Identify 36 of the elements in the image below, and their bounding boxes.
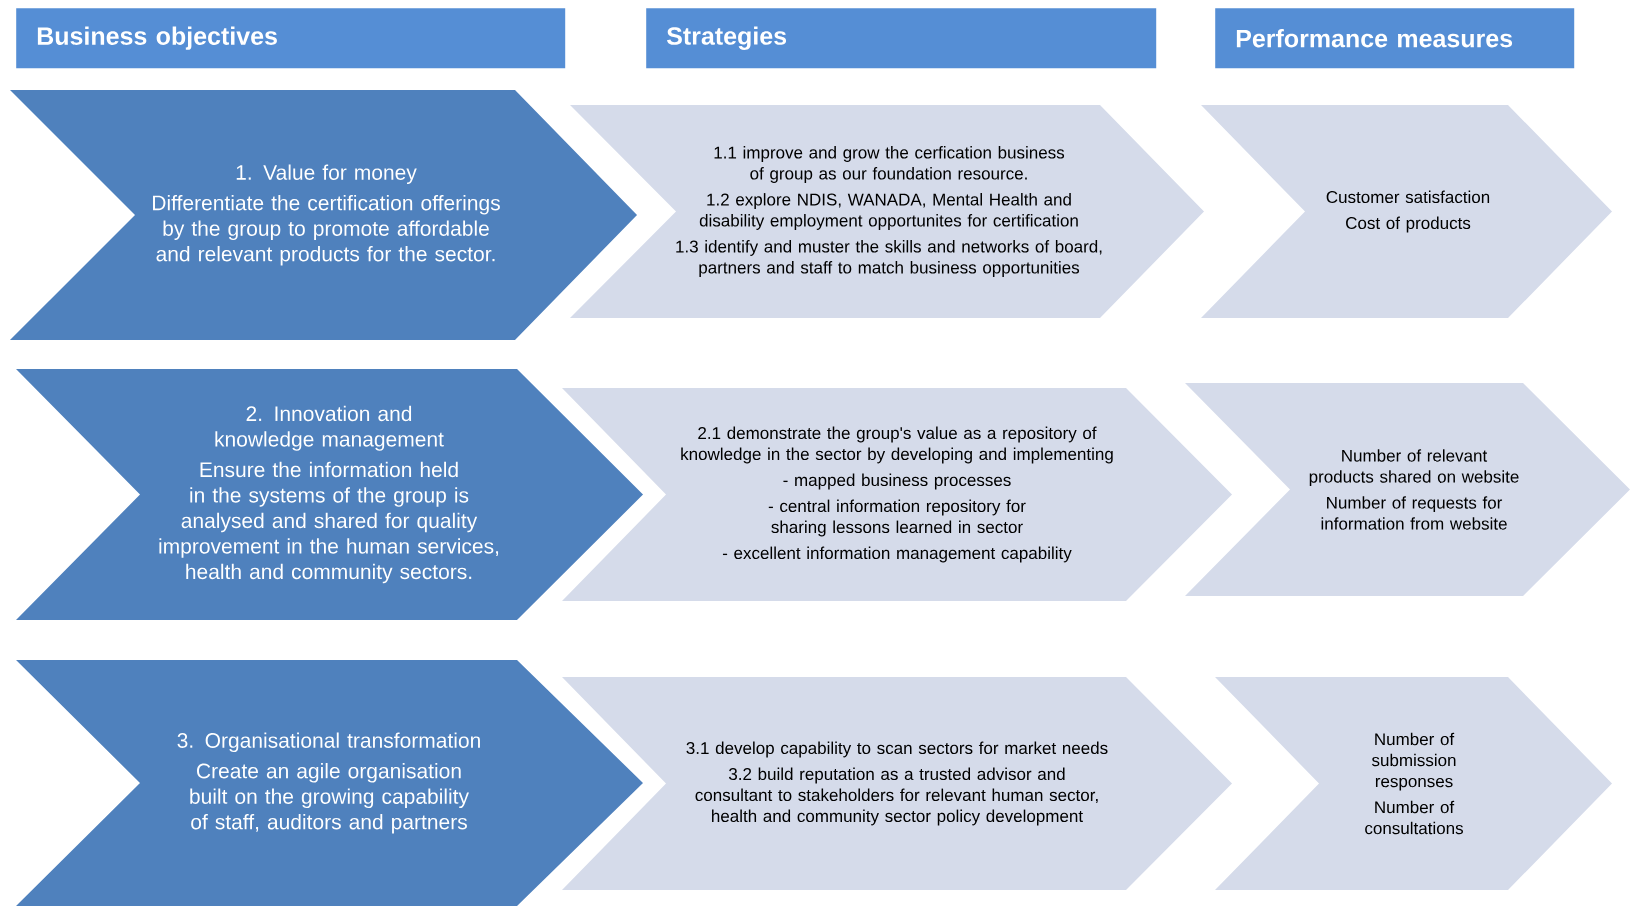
strategy-text: 1.2 explore NDIS, WANADA, Mental Health and disability employment opportunites for certification <box>699 193 1078 230</box>
strategy-text: 3.1 develop capability to scan sectors for market needs <box>686 741 1108 758</box>
objective-heading: 2. Innovation and knowledge management <box>215 405 444 451</box>
measure-text: Number of consultations <box>1365 800 1463 835</box>
strategy-text: 1.1 improve and grow the cerfication business of group as our foundation resource. <box>714 146 1065 183</box>
strategy-text: 3.2 build reputation as a trusted advisor and consultant to stakeholders for relevant human sector, health and community sector policy development <box>695 767 1098 826</box>
process-step <box>1215 677 1612 890</box>
measure-text: Customer satisfaction <box>1326 190 1490 204</box>
column-heading: Strategies <box>666 26 787 50</box>
process-step <box>16 369 643 620</box>
measure-text: Number of relevant products shared on website <box>1309 449 1519 487</box>
process-step <box>562 388 1232 601</box>
process-step <box>570 105 1204 318</box>
column-heading: Business objectives <box>37 26 277 50</box>
strategy-text: 2.1 demonstrate the group's value as a repository of knowledge in the sector by developing and implementing <box>681 426 1113 464</box>
objective-text: Differentiate the certification offerings by the group to promote affordable and relevant products for the sector. <box>153 194 500 266</box>
process-step <box>1185 383 1630 596</box>
strategy-text: - mapped business processes <box>783 473 1011 490</box>
header-band <box>16 8 566 69</box>
objective-text: Ensure the information held in the systems of the group is analysed and shared for quality improvement in the human services, health and community sectors. <box>159 461 499 584</box>
strategy-text: - excellent information management capability <box>722 546 1072 563</box>
measure-text: Number of requests for information from website <box>1321 496 1507 530</box>
measure-text: Number of submission responses <box>1371 732 1456 791</box>
strategy-text: 1.3 identify and muster the skills and networks of board, partners and staff to match business opportunities <box>676 240 1102 277</box>
process-step <box>16 660 643 906</box>
process-step <box>562 677 1232 890</box>
objective-heading: 3. Organisational transformation <box>177 732 480 753</box>
process-step <box>1201 105 1612 318</box>
objective-text: Create an agile organisation built on the growing capability of staff, auditors and partners <box>190 763 469 834</box>
measure-text: Cost of products <box>1346 216 1471 233</box>
header-band <box>1215 8 1575 69</box>
strategy-text: - central information repository for sharing lessons learned in sector <box>768 499 1026 537</box>
header-band <box>646 8 1157 69</box>
column-heading: Performance measures <box>1236 29 1513 48</box>
objective-heading: 1. Value for money <box>236 164 417 185</box>
process-step <box>10 90 637 340</box>
